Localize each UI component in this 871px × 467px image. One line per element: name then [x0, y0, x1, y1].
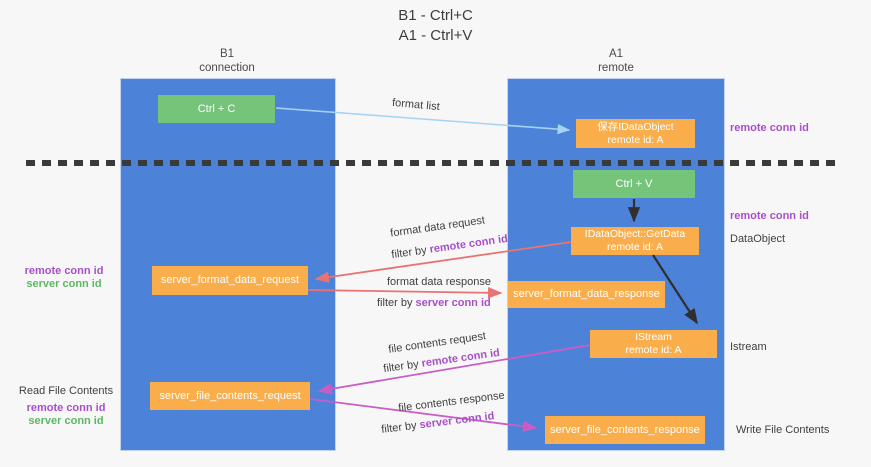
dashed-divider [26, 160, 838, 166]
format-data-request-label: format data request [389, 214, 486, 240]
left-column-subtitle: connection [199, 62, 255, 74]
left-column-title: B1 [219, 48, 235, 60]
remote-conn-id-text: remote conn id [428, 232, 509, 256]
server-conn-id-annotation-left2: server conn id [28, 415, 104, 427]
diagram-title: B1 - Ctrl+C A1 - Ctrl+V [0, 6, 871, 46]
format-list-label: format list [391, 96, 441, 114]
left-column-header: B1 connection [157, 47, 297, 75]
read-file-contents-annotation: Read File Contents [18, 385, 114, 397]
getdata-line1: IDataObject::GetData [584, 228, 686, 240]
server-format-data-request-box: server_format_data_request [152, 266, 308, 295]
server-conn-id-text: server conn id [415, 297, 491, 309]
server-file-contents-request-box: server_file_contents_request [150, 382, 310, 410]
right-column-title: A1 [608, 48, 624, 60]
remote-conn-id-annotation-left2: remote conn id [26, 402, 106, 414]
getdata-line2: remote id: A [606, 241, 664, 253]
server-file-contents-request-label: server_file_contents_request [159, 389, 301, 402]
ctrl-v-box: Ctrl + V [573, 170, 695, 198]
filter-by-text: filter by [380, 419, 418, 436]
ctrl-c-label: Ctrl + C [197, 102, 236, 115]
filter-by-text: filter by [377, 297, 413, 309]
title-line-2: A1 - Ctrl+V [398, 27, 473, 44]
save-idataobject-line2: remote id: A [607, 133, 664, 146]
filter-by-text: filter by [382, 358, 420, 376]
istream-box: IStream remote id: A [590, 330, 717, 358]
server-format-data-request-label: server_format_data_request [160, 274, 300, 286]
right-column-subtitle: remote [598, 62, 634, 74]
remote-conn-id-annotation-mid: remote conn id [730, 210, 809, 222]
remote-conn-id-annotation-top: remote conn id [730, 122, 809, 134]
format-data-response-filter-label: filter by server conn id [377, 297, 491, 310]
format-data-response-arrow [307, 287, 503, 299]
title-line-1: B1 - Ctrl+C [398, 7, 473, 24]
server-format-data-response-box: server_format_data_response [508, 281, 665, 308]
format-data-response-label: format data response [387, 276, 491, 288]
save-idataobject-line1: 保存IDataObject [597, 120, 674, 133]
server-conn-id-annotation-left1: server conn id [26, 278, 102, 290]
istream-line1: IStream [635, 331, 672, 343]
idataobject-getdata-box: IDataObject::GetData remote id: A [571, 227, 699, 255]
remote-conn-id-annotation-left1: remote conn id [24, 265, 104, 277]
server-conn-id-text: server conn id [418, 410, 495, 432]
ctrl-c-box: Ctrl + C [158, 95, 275, 123]
file-contents-response-filter-label: filter by server conn id [381, 410, 495, 437]
read-file-contents-annotation-group: Read File Contents remote conn id server… [12, 385, 120, 428]
server-file-contents-response-label: server_file_contents_response [550, 423, 700, 436]
save-idataobject-box: 保存IDataObject remote id: A [576, 119, 695, 148]
dataobject-annotation: DataObject [730, 233, 786, 245]
istream-line2: remote id: A [625, 344, 682, 356]
right-column-header: A1 remote [546, 47, 686, 75]
server-format-data-response-label: server_format_data_response [513, 288, 660, 300]
server-file-contents-response-box: server_file_contents_response [545, 416, 705, 444]
ctrl-v-label: Ctrl + V [615, 177, 653, 190]
istream-annotation: Istream [730, 341, 767, 353]
left-conn-id-annotation-group: remote conn id server conn id [12, 265, 116, 291]
write-file-contents-annotation: Write File Contents [736, 424, 830, 436]
filter-by-text: filter by [390, 244, 428, 262]
